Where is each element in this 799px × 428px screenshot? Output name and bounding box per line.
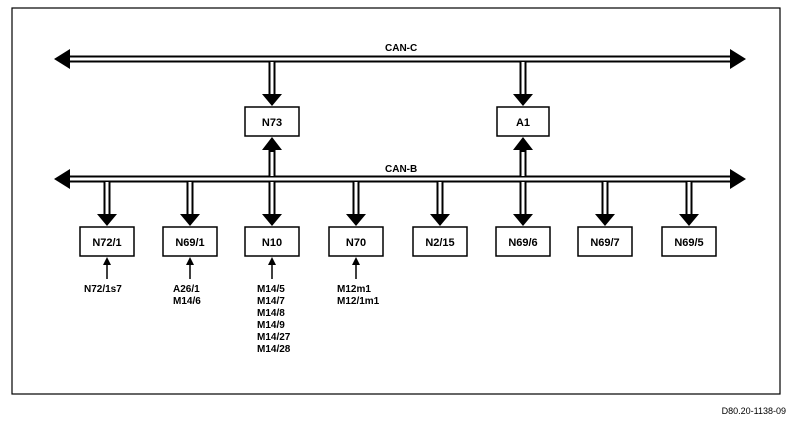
can-c-right-arrowhead bbox=[730, 49, 746, 69]
n69-5-down-arrowhead bbox=[679, 214, 699, 226]
signal-label: N72/1s7 bbox=[84, 284, 122, 295]
signal-label: M14/28 bbox=[257, 344, 291, 355]
n73-up-arrowhead bbox=[262, 137, 282, 150]
module-box bbox=[661, 226, 717, 257]
module-label: N69/5 bbox=[674, 237, 703, 249]
module-label: N70 bbox=[346, 237, 366, 249]
module-box bbox=[328, 226, 384, 257]
gateway-a1: A1 bbox=[496, 62, 550, 176]
module-box bbox=[162, 226, 218, 257]
a1-can-b-connector bbox=[513, 137, 533, 176]
module-label: N10 bbox=[262, 237, 282, 249]
can-b-left-arrowhead bbox=[54, 169, 70, 189]
a1-can-c-connector bbox=[513, 62, 533, 106]
module-n2-15: N2/15 bbox=[412, 182, 468, 257]
document-id: D80.20-1138-09 bbox=[722, 406, 786, 416]
n73-box bbox=[244, 106, 300, 137]
can-b-right-arrowhead bbox=[730, 169, 746, 189]
can-b-bus: CAN-B bbox=[54, 164, 746, 189]
module-n70: N70 bbox=[328, 182, 384, 257]
signal-label: M14/8 bbox=[257, 308, 285, 319]
signal-arrow-n10 bbox=[268, 257, 276, 279]
a1-box bbox=[496, 106, 550, 137]
signal-label: M14/9 bbox=[257, 320, 285, 331]
n73-can-c-connector bbox=[262, 62, 282, 106]
signal-label: M12m1 bbox=[337, 284, 371, 295]
gateway-n73: N73 bbox=[244, 62, 300, 176]
signals-n70: M12m1 M12/1m1 bbox=[337, 284, 380, 307]
signal-label: A26/1 bbox=[173, 284, 200, 295]
module-label: N2/15 bbox=[425, 237, 454, 249]
module-n69-1: N69/1 bbox=[162, 182, 218, 257]
module-box bbox=[577, 226, 633, 257]
module-box bbox=[495, 226, 551, 257]
module-box bbox=[412, 226, 468, 257]
module-n10: N10 bbox=[244, 182, 300, 257]
a1-down-arrowhead bbox=[513, 94, 533, 106]
module-label: N69/1 bbox=[175, 237, 204, 249]
signal-label: M14/5 bbox=[257, 284, 285, 295]
signal-arrow-n70 bbox=[352, 257, 360, 279]
module-n69-7: N69/7 bbox=[577, 182, 633, 257]
n73-can-b-connector bbox=[262, 137, 282, 176]
module-box bbox=[244, 226, 300, 257]
signal-label: M14/6 bbox=[173, 296, 201, 307]
signal-arrow-n69-1 bbox=[186, 257, 194, 279]
module-label: N69/6 bbox=[508, 237, 537, 249]
n69-6-down-arrowhead bbox=[513, 214, 533, 226]
module-box bbox=[79, 226, 135, 257]
n10-down-arrowhead bbox=[262, 214, 282, 226]
signals-n69-1: A26/1 M14/6 bbox=[173, 284, 201, 307]
can-c-label: CAN-C bbox=[385, 43, 417, 54]
signals-n72-1: N72/1s7 bbox=[84, 284, 122, 295]
a1-up-arrowhead bbox=[513, 137, 533, 150]
signal-label: M14/27 bbox=[257, 332, 291, 343]
module-label: N69/7 bbox=[590, 237, 619, 249]
n72-1-down-arrowhead bbox=[97, 214, 117, 226]
signals-n10: M14/5 M14/7 M14/8 M14/9 M14/27 M14/28 bbox=[257, 284, 291, 355]
n69-1-down-arrowhead bbox=[180, 214, 200, 226]
signal-label: M14/7 bbox=[257, 296, 285, 307]
module-n69-5: N69/5 bbox=[661, 182, 717, 257]
module-n72-1: N72/1 bbox=[79, 182, 135, 257]
n70-down-arrowhead bbox=[346, 214, 366, 226]
module-label: N72/1 bbox=[92, 237, 121, 249]
can-b-label: CAN-B bbox=[385, 164, 417, 175]
can-c-left-arrowhead bbox=[54, 49, 70, 69]
signal-label: M12/1m1 bbox=[337, 296, 380, 307]
n69-7-down-arrowhead bbox=[595, 214, 615, 226]
n73-down-arrowhead bbox=[262, 94, 282, 106]
module-n69-6: N69/6 bbox=[495, 182, 551, 257]
n73-label: N73 bbox=[262, 117, 282, 129]
can-c-bus: CAN-C bbox=[54, 43, 746, 69]
signal-arrow-n72-1 bbox=[103, 257, 111, 279]
a1-label: A1 bbox=[516, 117, 530, 129]
diagram-frame bbox=[11, 7, 781, 395]
n2-15-down-arrowhead bbox=[430, 214, 450, 226]
